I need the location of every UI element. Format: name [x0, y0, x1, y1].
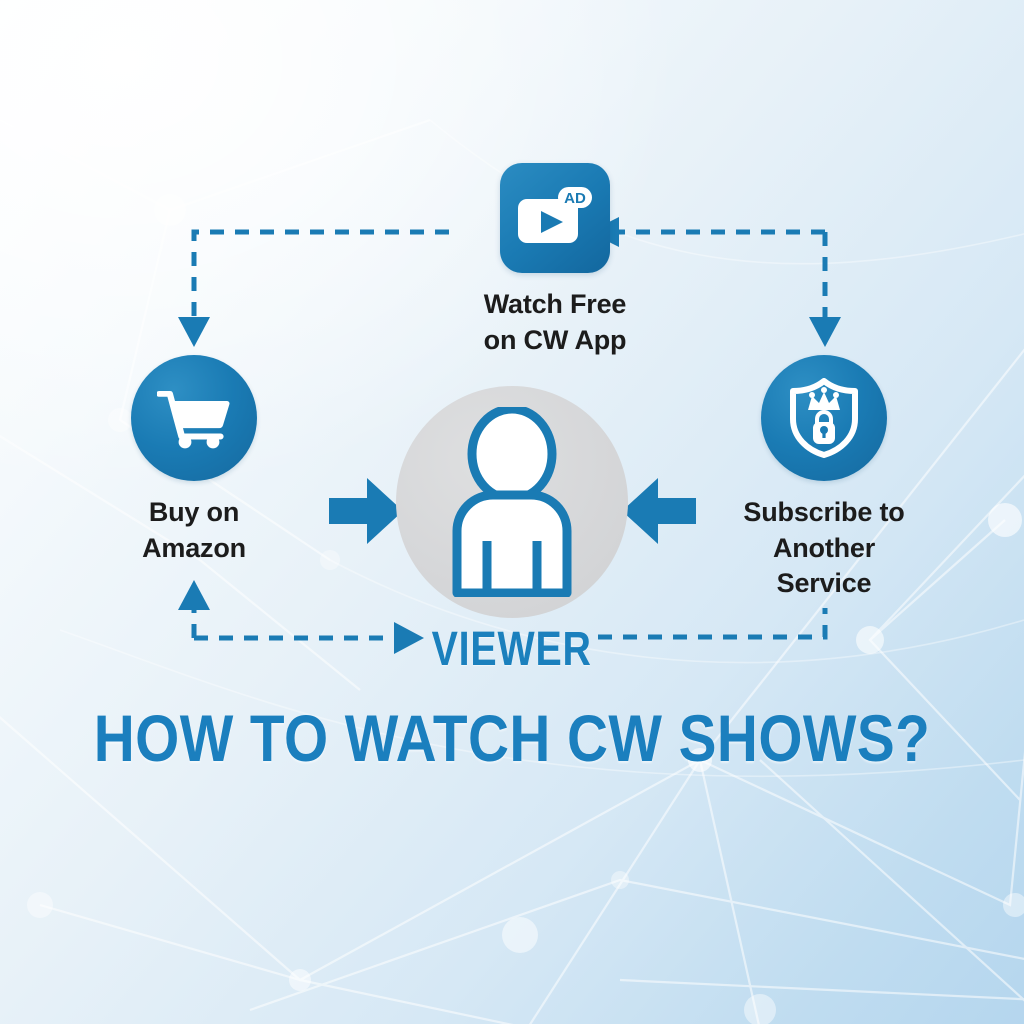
ad-badge-text: AD: [564, 190, 586, 207]
ad-video-badge[interactable]: AD: [500, 163, 610, 273]
node-buy-amazon-label: Buy on Amazon: [142, 497, 246, 563]
node-subscribe-service[interactable]: Subscribe to Another Service: [724, 355, 924, 602]
page-title: HOW TO WATCH CW SHOWS?: [93, 701, 931, 775]
node-watch-free-label: Watch Free on CW App: [483, 289, 627, 355]
shield-badge[interactable]: [761, 355, 887, 481]
connector-viewer-to-subscribe: [598, 608, 828, 640]
block-arrow-left-into-viewer: [622, 478, 696, 544]
shopping-cart-icon: [157, 390, 230, 449]
viewer-group[interactable]: VIEWER: [392, 386, 632, 677]
connector-ad-to-amazon: [178, 229, 449, 347]
viewer-disc: [396, 386, 628, 618]
node-watch-free[interactable]: AD Watch Free on CW App: [449, 163, 661, 358]
viewer-label: VIEWER: [431, 623, 593, 676]
shield-crown-lock-icon: [790, 378, 858, 458]
node-subscribe-label: Subscribe to Another Service: [743, 497, 905, 599]
node-buy-amazon[interactable]: Buy on Amazon: [94, 355, 294, 566]
ad-video-icon: AD: [518, 187, 592, 243]
person-icon: [452, 407, 572, 597]
block-arrow-right-into-viewer: [329, 478, 403, 544]
shopping-cart-badge[interactable]: [131, 355, 257, 481]
connector-viewer-amazon: [178, 580, 424, 654]
